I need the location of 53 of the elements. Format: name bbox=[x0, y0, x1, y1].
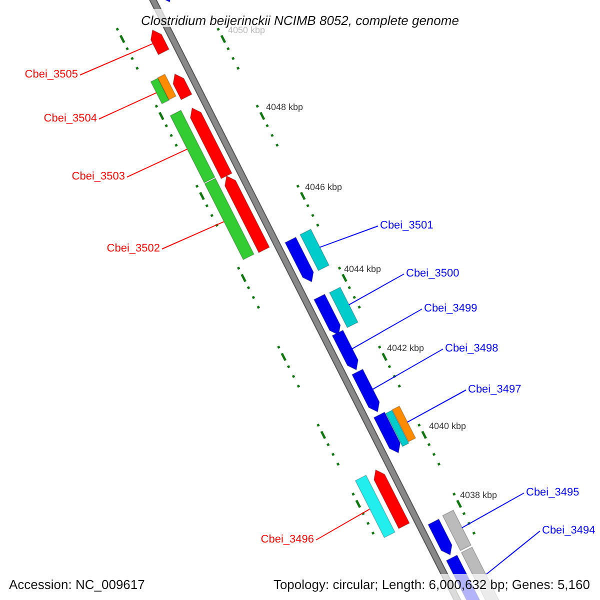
gene-label: Cbei_3505 bbox=[24, 70, 78, 80]
footer-text: Topology: circular; Length: 6,000,632 bp; Genes: 5,160 bbox=[273, 576, 590, 594]
gene-label: Cbei_3502 bbox=[106, 244, 160, 254]
gene-block bbox=[374, 469, 410, 530]
title: Clostridium beijerinckii NCIMB 8052, complete genome bbox=[141, 13, 459, 28]
scale-label: 4040 kbp bbox=[429, 422, 466, 431]
leader-line bbox=[406, 390, 466, 423]
scale-label: 4038 kbp bbox=[460, 491, 498, 500]
leader-line bbox=[485, 530, 540, 576]
gene-label: Cbei_3503 bbox=[72, 172, 125, 182]
leader-line bbox=[372, 348, 444, 390]
gene-block bbox=[352, 368, 380, 412]
gene-block bbox=[442, 510, 472, 552]
leader-line bbox=[348, 274, 404, 306]
gene-block bbox=[313, 294, 341, 336]
gene-label: Cbei_3498 bbox=[445, 344, 498, 354]
gene-block bbox=[172, 73, 192, 100]
leader-line bbox=[461, 492, 524, 528]
scale-label: 4048 kbp bbox=[266, 103, 304, 112]
gene-block bbox=[328, 286, 358, 328]
gene-block bbox=[150, 78, 170, 104]
scale-label: 4042 kbp bbox=[387, 344, 424, 353]
gene-block bbox=[170, 110, 216, 184]
gene-label: Cbei_3497 bbox=[468, 384, 522, 396]
scale-label: 4044 kbp bbox=[344, 265, 382, 274]
gene-label: Cbei_3499 bbox=[424, 304, 478, 314]
gene-block bbox=[224, 175, 270, 254]
gene-block bbox=[150, 29, 170, 56]
gene-label: Cbei_3494 bbox=[542, 526, 596, 536]
leader-line bbox=[316, 508, 370, 540]
footer-text: Accession: NC_009617 bbox=[9, 576, 145, 594]
gene-block bbox=[300, 228, 330, 272]
gene-block bbox=[354, 474, 396, 538]
gene-block bbox=[190, 107, 232, 180]
scale-label: 4050 kbp bbox=[228, 26, 266, 35]
gene-label: Cbei_3504 bbox=[44, 114, 97, 124]
gene-block bbox=[428, 518, 452, 556]
scale-label: 4046 kbp bbox=[305, 183, 342, 192]
gene-block bbox=[157, 74, 177, 100]
leader-line bbox=[126, 148, 188, 178]
gene-block bbox=[385, 410, 410, 447]
gene-label: Cbei_3500 bbox=[406, 268, 460, 280]
gene-label: Cbei_3496 bbox=[260, 534, 314, 546]
gene-label: Cbei_3501 bbox=[380, 220, 434, 232]
gene-block bbox=[204, 178, 254, 260]
leader-line bbox=[352, 308, 422, 350]
leader-line bbox=[162, 221, 224, 250]
gene-block bbox=[332, 330, 359, 370]
gene-block bbox=[284, 236, 314, 283]
gene-block bbox=[392, 406, 416, 442]
leader-line bbox=[319, 226, 378, 248]
gene-block bbox=[373, 412, 401, 454]
gene-label: Cbei_3495 bbox=[526, 488, 580, 498]
